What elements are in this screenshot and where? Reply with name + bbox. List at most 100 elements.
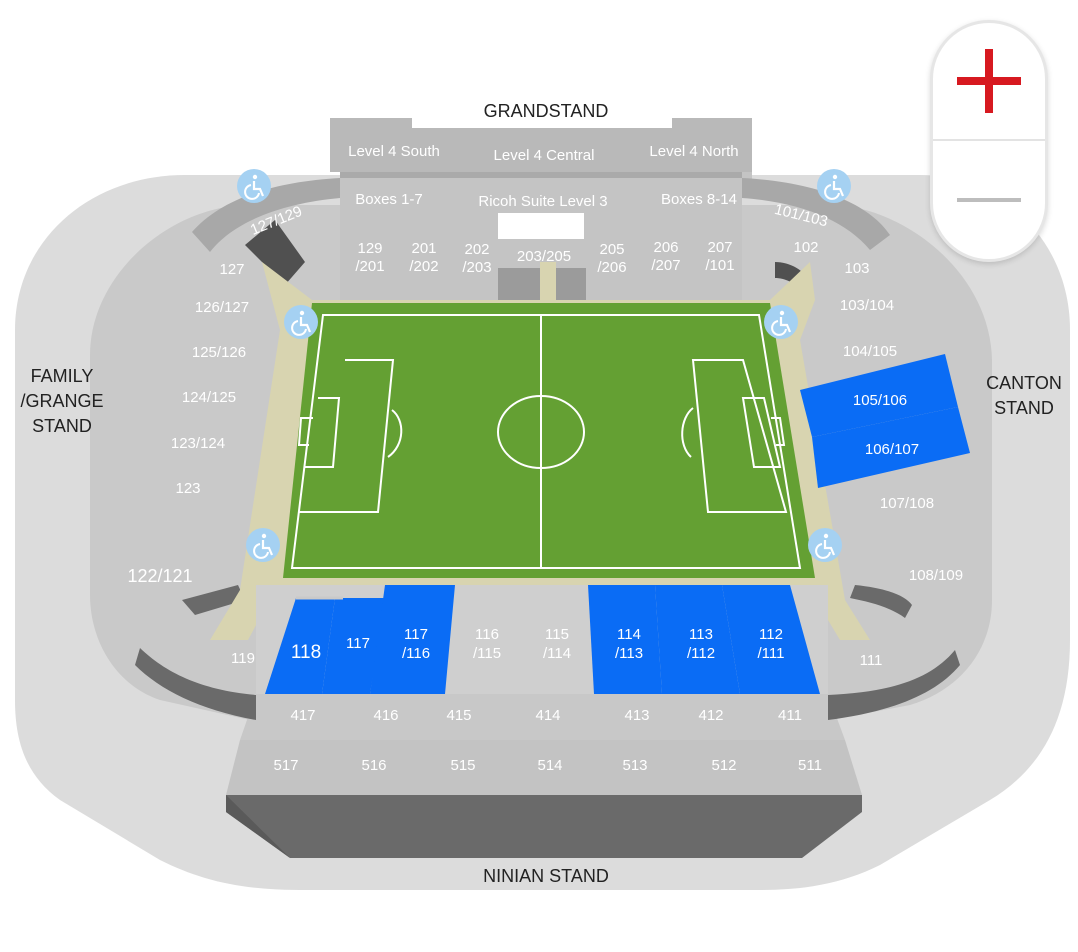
- section-203-205-right-block: [556, 268, 586, 300]
- minus-icon: [957, 198, 1021, 202]
- section-126-127[interactable]: 126/127: [195, 299, 249, 316]
- wheelchair-icon[interactable]: [284, 305, 318, 339]
- section-114-113-line2[interactable]: /113: [615, 645, 643, 662]
- section-517[interactable]: 517: [273, 757, 298, 774]
- section-129-201-line1[interactable]: 129: [357, 240, 382, 257]
- section-411[interactable]: 411: [778, 707, 802, 724]
- section-205-206-line2[interactable]: /206: [597, 259, 626, 276]
- section-414[interactable]: 414: [535, 707, 560, 724]
- grandstand-divider: [340, 172, 742, 178]
- section-116-115-line2[interactable]: /115: [473, 645, 501, 662]
- level-4-north[interactable]: Level 4 North: [649, 143, 738, 160]
- section-117-116-line1[interactable]: 117: [404, 626, 428, 643]
- section-113-112-line2[interactable]: /112: [687, 645, 715, 662]
- section-118[interactable]: 118: [291, 642, 321, 663]
- wheelchair-icon[interactable]: [246, 528, 280, 562]
- section-113-112-line1[interactable]: 113: [689, 626, 713, 643]
- grandstand-label: GRANDSTAND: [484, 101, 609, 121]
- section-203-205-left-block: [498, 268, 540, 300]
- section-106-107[interactable]: 106/107: [865, 441, 919, 458]
- section-112-111-line2[interactable]: /111: [758, 645, 785, 662]
- boxes-8-14[interactable]: Boxes 8-14: [661, 191, 737, 208]
- wheelchair-icon[interactable]: [808, 528, 842, 562]
- right-lower-rim: [828, 650, 960, 720]
- section-413[interactable]: 413: [624, 707, 649, 724]
- section-105-106-shape[interactable]: [800, 354, 958, 437]
- section-115-114-line2[interactable]: /114: [543, 645, 571, 662]
- section-201-202-line2[interactable]: /202: [409, 258, 438, 275]
- section-206-207-line1[interactable]: 206: [653, 239, 678, 256]
- section-114-113-shape[interactable]: [588, 585, 662, 694]
- ninian-stand-label: NINIAN STAND: [483, 866, 609, 886]
- pitch: [283, 303, 815, 578]
- level-4-central[interactable]: Level 4 Central: [494, 147, 595, 164]
- section-103[interactable]: 103: [844, 260, 869, 277]
- section-106-107-shape[interactable]: [812, 407, 970, 488]
- section-113-112-shape[interactable]: [655, 585, 740, 694]
- section-108-109[interactable]: 108/109: [909, 567, 963, 584]
- section-117-116-line2[interactable]: /116: [402, 645, 430, 662]
- bottom-left-tunnel: [182, 585, 245, 615]
- section-117-shape[interactable]: [322, 598, 385, 694]
- section-416[interactable]: 416: [373, 707, 398, 724]
- section-125-126[interactable]: 125/126: [192, 344, 246, 361]
- section-116-115-line1[interactable]: 116: [475, 626, 499, 643]
- section-203-205[interactable]: 203/205: [517, 248, 571, 265]
- section-205-206-line1[interactable]: 205: [599, 241, 624, 258]
- section-102[interactable]: 102: [793, 239, 818, 256]
- wheelchair-icon[interactable]: [764, 305, 798, 339]
- section-415[interactable]: 415: [446, 707, 471, 724]
- top-left-tunnel: [245, 220, 305, 285]
- section-514[interactable]: 514: [537, 757, 562, 774]
- family-stand-label-1: FAMILY: [31, 366, 94, 386]
- section-104-105[interactable]: 104/105: [843, 343, 897, 360]
- section-512[interactable]: 512: [711, 757, 736, 774]
- section-124-125[interactable]: 124/125: [182, 389, 236, 406]
- section-417[interactable]: 417: [290, 707, 315, 724]
- ninian-roof: [226, 795, 862, 858]
- ninian-roof-left-face: [226, 795, 290, 858]
- ricoh-suite-level-3[interactable]: Ricoh Suite Level 3: [478, 193, 607, 210]
- family-stand-label-2: /GRANGE: [20, 391, 103, 411]
- section-112-111-line1[interactable]: 112: [759, 626, 783, 643]
- section-202-203-line2[interactable]: /203: [462, 259, 491, 276]
- section-511[interactable]: 511: [798, 757, 822, 774]
- section-107-108[interactable]: 107/108: [880, 495, 934, 512]
- level-4-south[interactable]: Level 4 South: [348, 143, 440, 160]
- zoom-out-button[interactable]: [933, 141, 1045, 259]
- boxes-1-7[interactable]: Boxes 1-7: [355, 191, 423, 208]
- section-123[interactable]: 123: [175, 480, 200, 497]
- pitch-markings: [290, 314, 802, 569]
- section-412[interactable]: 412: [698, 707, 723, 724]
- section-202-203-line1[interactable]: 202: [464, 241, 489, 258]
- section-112-111-shape[interactable]: [722, 585, 820, 694]
- section-118-shape[interactable]: [265, 598, 335, 694]
- section-122-121[interactable]: 122/121: [127, 566, 192, 586]
- section-114-113-line1[interactable]: 114: [617, 626, 641, 643]
- section-207-101-line1[interactable]: 207: [707, 239, 732, 256]
- section-111[interactable]: 111: [860, 652, 883, 669]
- section-115-114-line1[interactable]: 115: [545, 626, 569, 643]
- family-stand-label-3: STAND: [32, 416, 92, 436]
- wheelchair-icon[interactable]: [817, 169, 851, 203]
- section-207-101-line2[interactable]: /101: [705, 257, 734, 274]
- section-119[interactable]: 119: [231, 650, 255, 667]
- section-516[interactable]: 516: [361, 757, 386, 774]
- section-203-205-stair: [540, 262, 556, 300]
- grandstand-level4-row: [330, 118, 752, 172]
- section-105-106[interactable]: 105/106: [853, 392, 907, 409]
- section-103-104[interactable]: 103/104: [840, 297, 894, 314]
- section-206-207-line2[interactable]: /207: [651, 257, 680, 274]
- section-201-202-line1[interactable]: 201: [411, 240, 436, 257]
- section-515[interactable]: 515: [450, 757, 475, 774]
- section-117-116-shape[interactable]: [370, 585, 455, 694]
- section-127[interactable]: 127: [219, 261, 244, 278]
- section-123-124[interactable]: 123/124: [171, 435, 225, 452]
- zoom-in-button[interactable]: [933, 23, 1045, 141]
- section-513[interactable]: 513: [622, 757, 647, 774]
- wheelchair-icon[interactable]: [237, 169, 271, 203]
- section-129-201-line2[interactable]: /201: [355, 258, 384, 275]
- ninian-500-row: [226, 740, 862, 795]
- section-117[interactable]: 117: [346, 635, 370, 652]
